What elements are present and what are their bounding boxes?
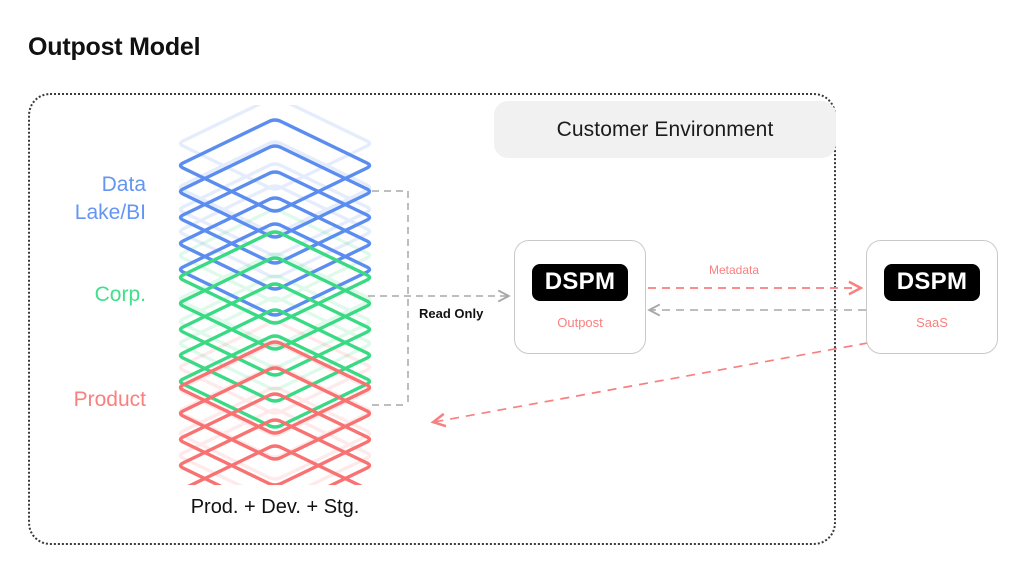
- dspm-sublabel-outpost: Outpost: [557, 315, 603, 331]
- stack-label-product: Product: [73, 388, 146, 411]
- dspm-sublabel-saas: SaaS: [916, 315, 948, 331]
- metadata-label: Metadata: [709, 263, 760, 277]
- customer-environment-label: Customer Environment: [556, 117, 774, 141]
- customer-environment-banner: Customer Environment: [494, 101, 836, 158]
- dspm-outpost-node[interactable]: DSPM Outpost: [514, 240, 646, 354]
- dspm-badge-outpost: DSPM: [531, 263, 629, 302]
- stack-caption: Prod. + Dev. + Stg.: [190, 496, 360, 518]
- read-only-bracket: [372, 190, 409, 406]
- dspm-badge-saas: DSPM: [883, 263, 981, 302]
- saas-to-stacks-arrow: [434, 339, 885, 422]
- page-title: Outpost Model: [28, 33, 201, 61]
- dspm-saas-node[interactable]: DSPM SaaS: [866, 240, 998, 354]
- customer-environment-container: [28, 93, 836, 545]
- stack-label-data-lake-bi: Data Lake/BI: [74, 173, 146, 224]
- read-only-label: Read Only: [419, 306, 484, 321]
- stack-label-corp: Corp.: [94, 283, 146, 306]
